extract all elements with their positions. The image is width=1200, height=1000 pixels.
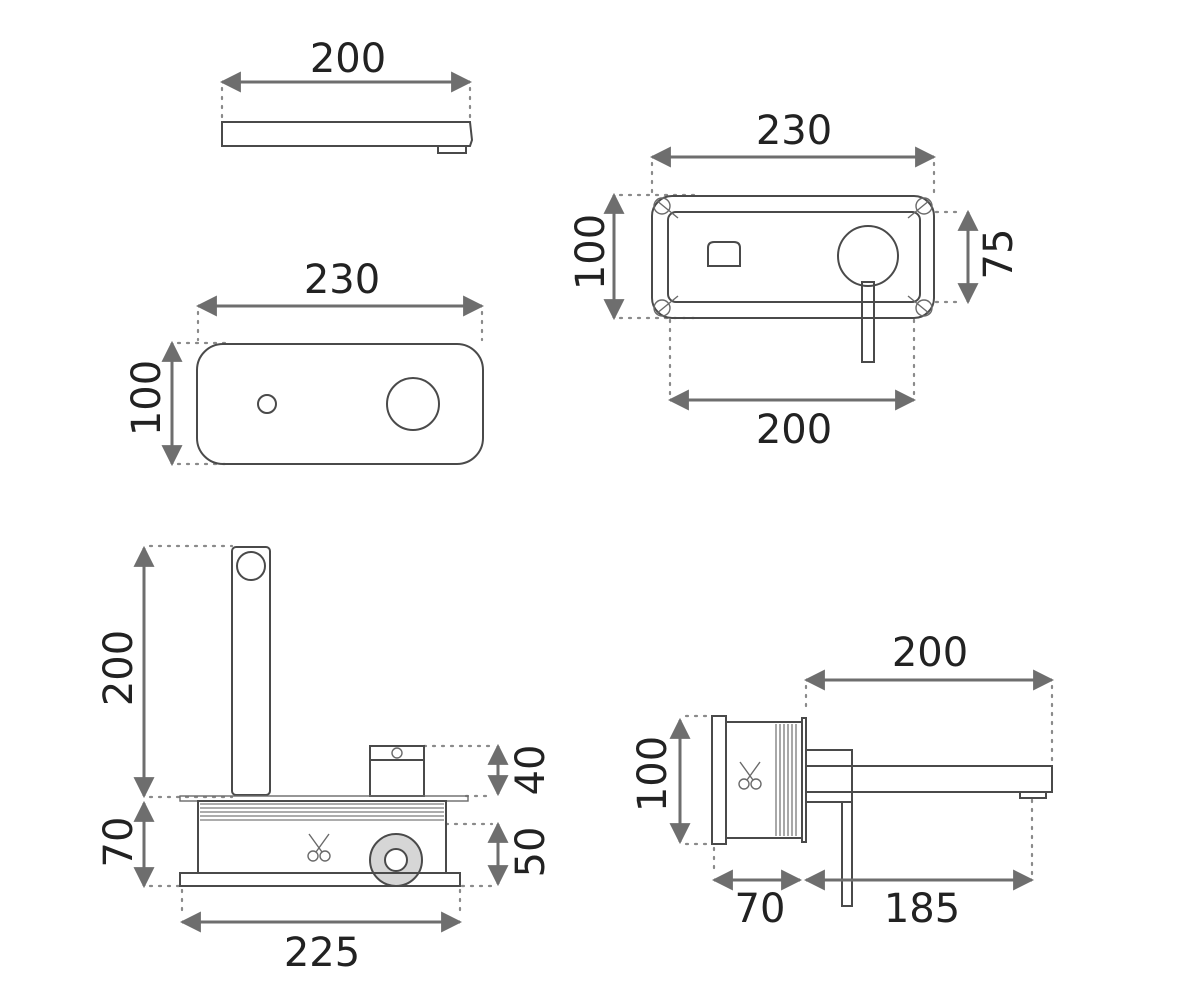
- inner-label: 50: [508, 827, 554, 878]
- body-width-label: 225: [284, 930, 360, 976]
- side-height-label: 100: [630, 736, 676, 812]
- top-plate-width-label: 200: [310, 36, 386, 82]
- spout-front: [861, 281, 875, 363]
- top-plate-outline: [221, 121, 474, 147]
- wall-plate-side: [711, 715, 727, 845]
- thread-hatch: [200, 803, 444, 821]
- front-plate-width-label: 230: [304, 257, 380, 303]
- base-height-label: 70: [96, 817, 142, 868]
- mounted-inner-height-label: 75: [976, 229, 1022, 280]
- mounted-front-view: 230 100 75 200: [568, 108, 1022, 453]
- spout-length-label: 200: [892, 630, 968, 676]
- body-front-view: 200 70 40 50 225: [96, 544, 554, 976]
- upper-label: 40: [508, 745, 554, 796]
- handle-knob: [386, 377, 440, 431]
- projection-label: 185: [884, 886, 960, 932]
- diverter-body: [369, 759, 425, 797]
- scissors-icon: [307, 833, 331, 862]
- diverter-button: [707, 241, 741, 267]
- wall-plate-outline: [651, 195, 935, 319]
- side-scissors-icon: [738, 761, 762, 790]
- spout-upright: [231, 546, 271, 796]
- mounted-width-label: 230: [756, 108, 832, 154]
- handle-base-side: [805, 749, 853, 803]
- side-thread-hatch: [775, 724, 797, 836]
- top-plate-view: 200: [219, 36, 474, 154]
- lever-side: [841, 801, 853, 907]
- front-plate-view: 230 100: [124, 257, 485, 467]
- spout-side: [805, 765, 1053, 793]
- inner-plate-outline: [667, 211, 921, 303]
- side-depth-label: 70: [735, 886, 786, 932]
- valve-housing-side: [725, 721, 803, 839]
- small-knob: [257, 394, 277, 414]
- front-plate-outline: [196, 343, 484, 465]
- mounted-height-label: 100: [568, 214, 614, 290]
- side-view: 200 100 70 185: [630, 630, 1055, 932]
- front-plate-height-label: 100: [124, 360, 170, 436]
- spout-width-label: 200: [756, 407, 832, 453]
- body-height-label: 200: [96, 630, 142, 706]
- base-plate: [179, 872, 461, 887]
- mixer-handle: [837, 225, 899, 287]
